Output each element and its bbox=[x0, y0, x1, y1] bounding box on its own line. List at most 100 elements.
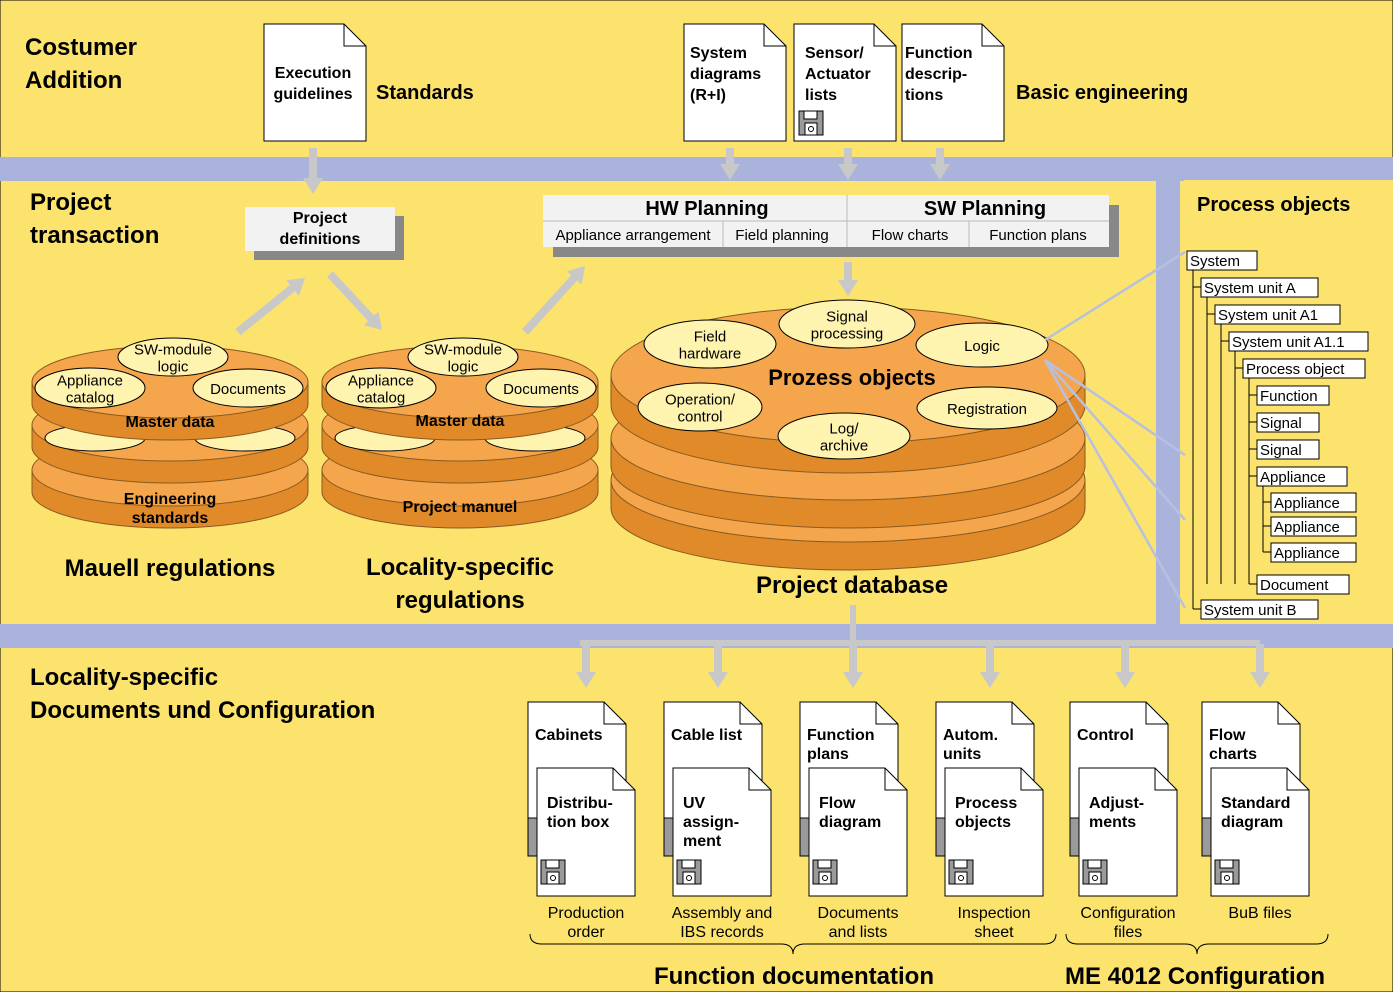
sensor-lists-floppy-icon bbox=[798, 110, 824, 136]
document-fold bbox=[1145, 702, 1168, 725]
tree-node-label: System unit A1.1 bbox=[1232, 334, 1345, 351]
output-doc-back-title-5: Control bbox=[1077, 727, 1134, 744]
locality-master-data: Master data bbox=[416, 413, 505, 430]
standards-label: Standards bbox=[376, 82, 474, 104]
arrow-to-output-2 bbox=[708, 644, 728, 688]
document-fold bbox=[763, 24, 786, 47]
database-logic-text: Logic bbox=[964, 338, 1000, 355]
system-diagrams-doc bbox=[683, 23, 787, 142]
floppy-hub bbox=[808, 126, 814, 132]
output-doc-back-disk-edge bbox=[663, 817, 674, 857]
tree-node-box bbox=[1228, 331, 1369, 352]
database-log-archive-ellipse bbox=[777, 412, 911, 460]
output-doc-floppy-icon-1 bbox=[540, 859, 566, 885]
process-object-link bbox=[1043, 359, 1187, 609]
tree-node-box bbox=[1256, 385, 1330, 406]
appliance-arrangement-cell: Appliance arrangement bbox=[555, 227, 711, 244]
hw-planning-title: HW Planning bbox=[645, 198, 768, 220]
locality-sw-module-logic-ellipse bbox=[407, 337, 519, 377]
mauell-documents-text: Documents bbox=[210, 381, 286, 398]
tree-node-box bbox=[1200, 599, 1319, 620]
database-field-hardware-ellipse bbox=[643, 319, 777, 369]
output-doc-back-title-1: Cabinets bbox=[535, 727, 603, 744]
output-doc-back-disk-edge bbox=[799, 817, 810, 857]
document-fold bbox=[748, 768, 771, 791]
database-log-archive-text: Log/archive bbox=[820, 421, 868, 455]
database-registration-ellipse bbox=[916, 386, 1058, 430]
tree-node-label: System unit B bbox=[1204, 602, 1297, 619]
output-doc-floppy-icon-3 bbox=[812, 859, 838, 885]
project-database-caption: Project database bbox=[756, 572, 948, 599]
output-doc-floppy-icon-2 bbox=[676, 859, 702, 885]
tree-node-label: System unit A1 bbox=[1218, 307, 1318, 324]
document-fold bbox=[1154, 768, 1177, 791]
process-object-link bbox=[1044, 359, 1186, 521]
process-object-link bbox=[1044, 250, 1186, 342]
output-doc-back-disk-edge bbox=[527, 817, 538, 857]
tree-node-box bbox=[1256, 439, 1320, 460]
document-fold bbox=[739, 702, 762, 725]
arrow-definitions-to-locality bbox=[327, 271, 382, 330]
document-fold bbox=[1011, 702, 1034, 725]
arrow-locality-to-planning bbox=[522, 266, 585, 335]
tree-node-box bbox=[1256, 574, 1350, 595]
floppy-shutter bbox=[681, 859, 696, 869]
me-configuration-label: ME 4012 Configuration bbox=[1065, 963, 1325, 990]
document-page bbox=[683, 23, 787, 142]
tree-node-label: Process object bbox=[1246, 361, 1345, 378]
document-fold bbox=[1020, 768, 1043, 791]
separator-band-vertical bbox=[1156, 181, 1180, 624]
mauell-master-data: Master data bbox=[126, 414, 215, 431]
project-definitions-box bbox=[245, 207, 395, 251]
tree-node-box bbox=[1270, 542, 1357, 563]
tree-node-label: Signal bbox=[1260, 442, 1302, 459]
tree-node-box bbox=[1256, 466, 1348, 487]
document-fold bbox=[875, 702, 898, 725]
tree-node-label: Appliance bbox=[1274, 495, 1340, 512]
tree-node-label: Document bbox=[1260, 577, 1329, 594]
arrow-functions-down bbox=[930, 148, 950, 180]
document-fold bbox=[603, 702, 626, 725]
separator-band-top bbox=[0, 157, 1393, 181]
document-fold bbox=[1286, 768, 1309, 791]
document-fold bbox=[884, 768, 907, 791]
tree-node-box bbox=[1270, 492, 1357, 513]
output-doc-front-title-1: Distribu-tion box bbox=[547, 795, 613, 831]
tree-node-label: System unit A bbox=[1204, 280, 1296, 297]
tree-node-label: Signal bbox=[1260, 415, 1302, 432]
arrow-mauell-to-definitions bbox=[235, 278, 305, 336]
tree-node-label: Appliance bbox=[1274, 545, 1340, 562]
mauell-regulations-caption: Mauell regulations bbox=[65, 555, 276, 582]
tree-node-label: System bbox=[1190, 253, 1240, 270]
locality-documents-ellipse bbox=[485, 368, 597, 408]
database-operation-control-ellipse bbox=[637, 382, 763, 432]
floppy-hub bbox=[958, 875, 964, 881]
brace-function-documentation bbox=[529, 933, 1057, 955]
arrow-planning-to-database bbox=[838, 262, 858, 296]
floppy-shutter bbox=[545, 859, 560, 869]
mauell-documents-ellipse bbox=[192, 368, 304, 408]
locality-project-manuel: Project manuel bbox=[403, 499, 518, 516]
output-doc-back-title-2: Cable list bbox=[671, 727, 743, 744]
output-doc-floppy-icon-5 bbox=[1082, 859, 1108, 885]
basic-engineering-label: Basic engineering bbox=[1016, 82, 1188, 104]
output-doc-back-title-4: Autom.units bbox=[943, 727, 998, 763]
database-operation-control-text: Operation/control bbox=[665, 392, 736, 426]
output-doc-front-title-5: Adjust-ments bbox=[1089, 795, 1144, 831]
